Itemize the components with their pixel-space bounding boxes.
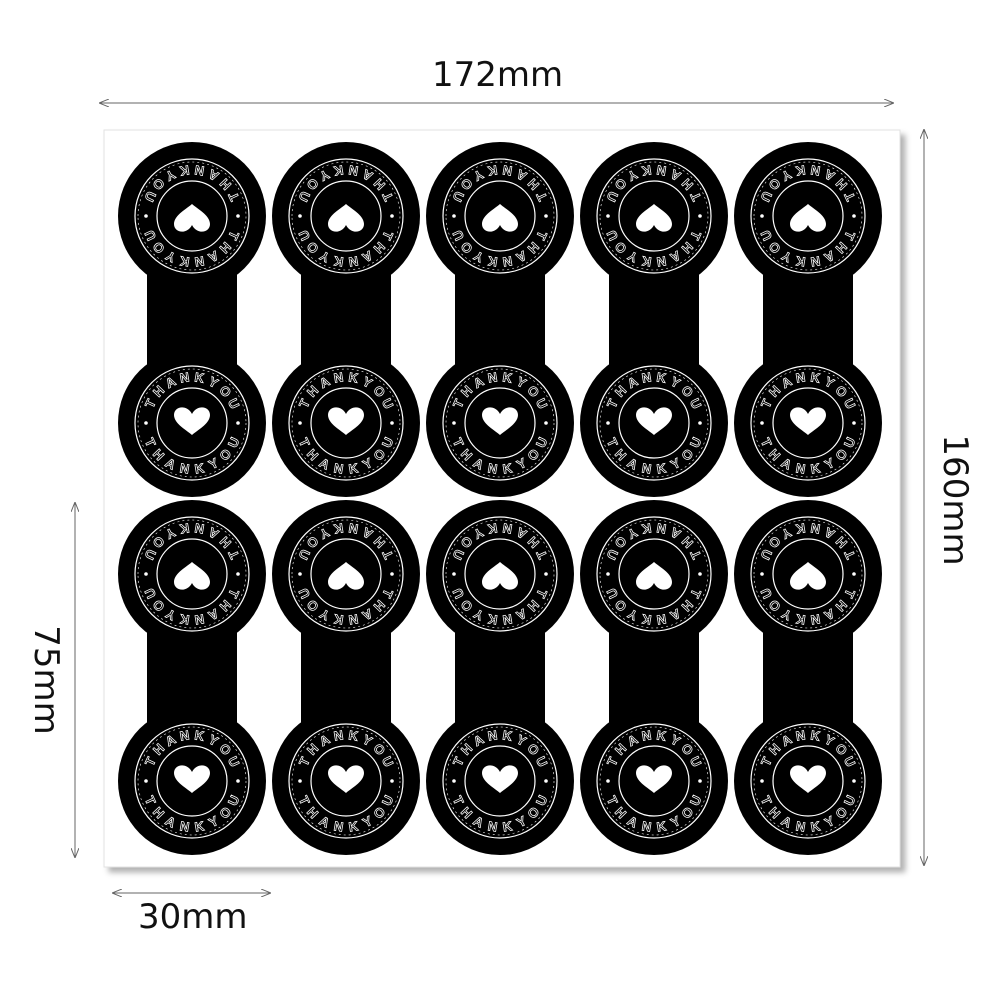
svg-text:N: N: [656, 162, 668, 178]
svg-text:N: N: [502, 520, 514, 536]
svg-text:N: N: [179, 369, 191, 385]
svg-text:K: K: [810, 727, 822, 743]
svg-text:N: N: [487, 727, 499, 743]
svg-text:K: K: [178, 611, 190, 627]
svg-text:K: K: [794, 520, 806, 536]
svg-text:K: K: [640, 253, 652, 269]
svg-text:N: N: [656, 520, 668, 536]
svg-text:N: N: [502, 611, 514, 627]
svg-text:K: K: [640, 162, 652, 178]
svg-text:N: N: [810, 162, 822, 178]
svg-text:N: N: [795, 369, 807, 385]
svg-text:K: K: [810, 818, 822, 834]
svg-text:K: K: [348, 460, 360, 476]
svg-text:K: K: [332, 253, 344, 269]
svg-text:N: N: [194, 162, 206, 178]
svg-text:K: K: [656, 369, 668, 385]
svg-text:N: N: [487, 369, 499, 385]
svg-text:K: K: [486, 611, 498, 627]
svg-text:N: N: [795, 460, 807, 476]
svg-text:N: N: [348, 520, 360, 536]
svg-text:K: K: [178, 520, 190, 536]
svg-text:K: K: [332, 520, 344, 536]
svg-text:N: N: [810, 611, 822, 627]
svg-text:N: N: [641, 727, 653, 743]
svg-text:N: N: [348, 162, 360, 178]
svg-text:K: K: [194, 369, 206, 385]
svg-text:K: K: [794, 611, 806, 627]
svg-text:K: K: [486, 162, 498, 178]
svg-text:N: N: [348, 253, 360, 269]
svg-text:K: K: [640, 520, 652, 536]
svg-text:K: K: [332, 162, 344, 178]
svg-text:K: K: [794, 162, 806, 178]
svg-text:N: N: [348, 611, 360, 627]
svg-text:N: N: [656, 611, 668, 627]
svg-text:K: K: [656, 460, 668, 476]
svg-text:K: K: [502, 727, 514, 743]
svg-text:K: K: [656, 727, 668, 743]
svg-text:N: N: [810, 520, 822, 536]
svg-text:K: K: [502, 818, 514, 834]
svg-text:K: K: [486, 520, 498, 536]
svg-text:N: N: [179, 818, 191, 834]
svg-text:K: K: [656, 818, 668, 834]
svg-text:N: N: [502, 162, 514, 178]
svg-text:K: K: [640, 611, 652, 627]
svg-text:N: N: [194, 520, 206, 536]
svg-text:K: K: [810, 460, 822, 476]
svg-text:N: N: [641, 460, 653, 476]
sheet-width-label: 172mm: [432, 55, 564, 95]
svg-text:K: K: [502, 460, 514, 476]
svg-text:K: K: [194, 818, 206, 834]
svg-text:N: N: [641, 818, 653, 834]
svg-text:K: K: [486, 253, 498, 269]
svg-text:N: N: [194, 611, 206, 627]
svg-text:K: K: [502, 369, 514, 385]
svg-text:N: N: [333, 460, 345, 476]
dimension-lines: [75, 103, 924, 893]
svg-text:N: N: [179, 460, 191, 476]
svg-text:K: K: [348, 727, 360, 743]
svg-text:N: N: [194, 253, 206, 269]
svg-text:N: N: [656, 253, 668, 269]
svg-text:K: K: [194, 460, 206, 476]
sticker-width-label: 30mm: [138, 897, 248, 937]
svg-text:K: K: [194, 727, 206, 743]
svg-text:K: K: [794, 253, 806, 269]
svg-text:N: N: [795, 818, 807, 834]
svg-text:K: K: [178, 162, 190, 178]
svg-text:N: N: [641, 369, 653, 385]
svg-text:N: N: [810, 253, 822, 269]
svg-text:N: N: [502, 253, 514, 269]
svg-text:N: N: [487, 818, 499, 834]
svg-text:K: K: [332, 611, 344, 627]
svg-text:K: K: [348, 369, 360, 385]
svg-text:N: N: [333, 818, 345, 834]
svg-text:N: N: [795, 727, 807, 743]
svg-text:K: K: [348, 818, 360, 834]
svg-text:N: N: [487, 460, 499, 476]
svg-text:K: K: [178, 253, 190, 269]
svg-text:N: N: [179, 727, 191, 743]
svg-text:N: N: [333, 369, 345, 385]
svg-text:K: K: [810, 369, 822, 385]
svg-text:N: N: [333, 727, 345, 743]
